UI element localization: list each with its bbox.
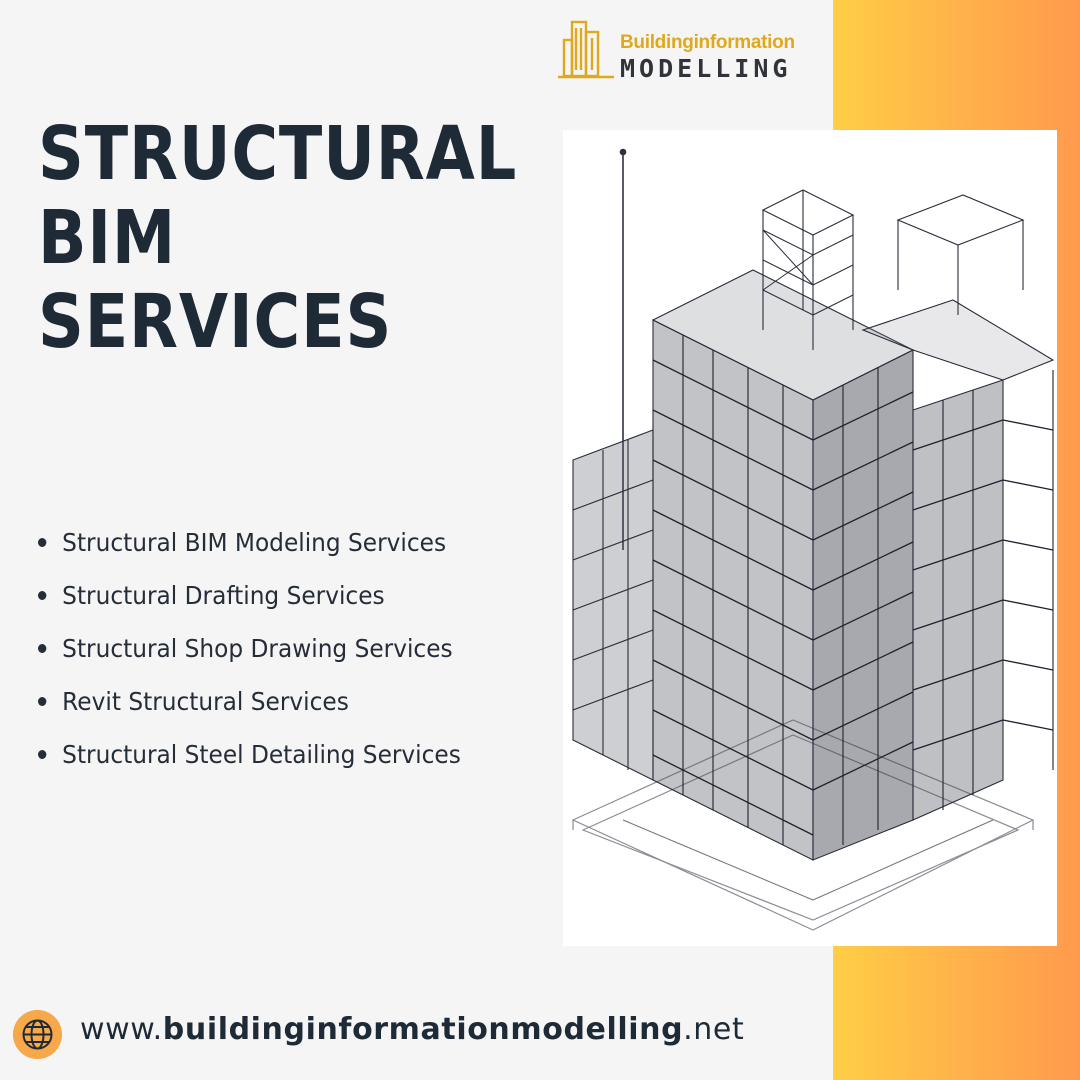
service-item: Structural Drafting Services (38, 573, 461, 626)
brand-name-line1: Buildinginformation (620, 32, 795, 53)
website-link[interactable]: www.buildinginformationmodelling.net (80, 1012, 744, 1047)
url-prefix: www. (80, 1012, 163, 1047)
service-label: Structural Steel Detailing Services (62, 740, 461, 769)
building-logo-icon (558, 20, 614, 79)
bullet-icon (38, 537, 47, 547)
service-item: Structural Steel Detailing Services (38, 732, 461, 785)
building-wireframe-drawing (571, 148, 1055, 931)
bullet-icon (38, 643, 47, 653)
globe-icon (13, 1010, 62, 1059)
bullet-icon (38, 590, 47, 600)
brand-logo[interactable]: Buildinginformation MODELLING (558, 18, 818, 83)
structural-building-illustration (563, 130, 1057, 946)
brand-name-line2: MODELLING (620, 54, 792, 83)
bullet-icon (38, 749, 47, 759)
title-line-1: STRUCTURAL (38, 111, 518, 197)
service-label: Revit Structural Services (62, 687, 349, 716)
service-label: Structural BIM Modeling Services (62, 528, 447, 557)
service-item: Revit Structural Services (38, 679, 461, 732)
service-label: Structural Shop Drawing Services (62, 634, 453, 663)
service-label: Structural Drafting Services (62, 581, 385, 610)
url-domain: buildinginformationmodelling (162, 1012, 684, 1047)
url-suffix: .net (683, 1012, 745, 1047)
service-item: Structural Shop Drawing Services (38, 626, 461, 679)
bullet-icon (38, 696, 47, 706)
title-line-2: BIM (38, 195, 177, 281)
service-item: Structural BIM Modeling Services (38, 520, 461, 573)
services-list: Structural BIM Modeling Services Structu… (38, 520, 493, 785)
title-line-3: SERVICES (38, 279, 393, 365)
page-title: STRUCTURAL BIM SERVICES (38, 112, 517, 364)
